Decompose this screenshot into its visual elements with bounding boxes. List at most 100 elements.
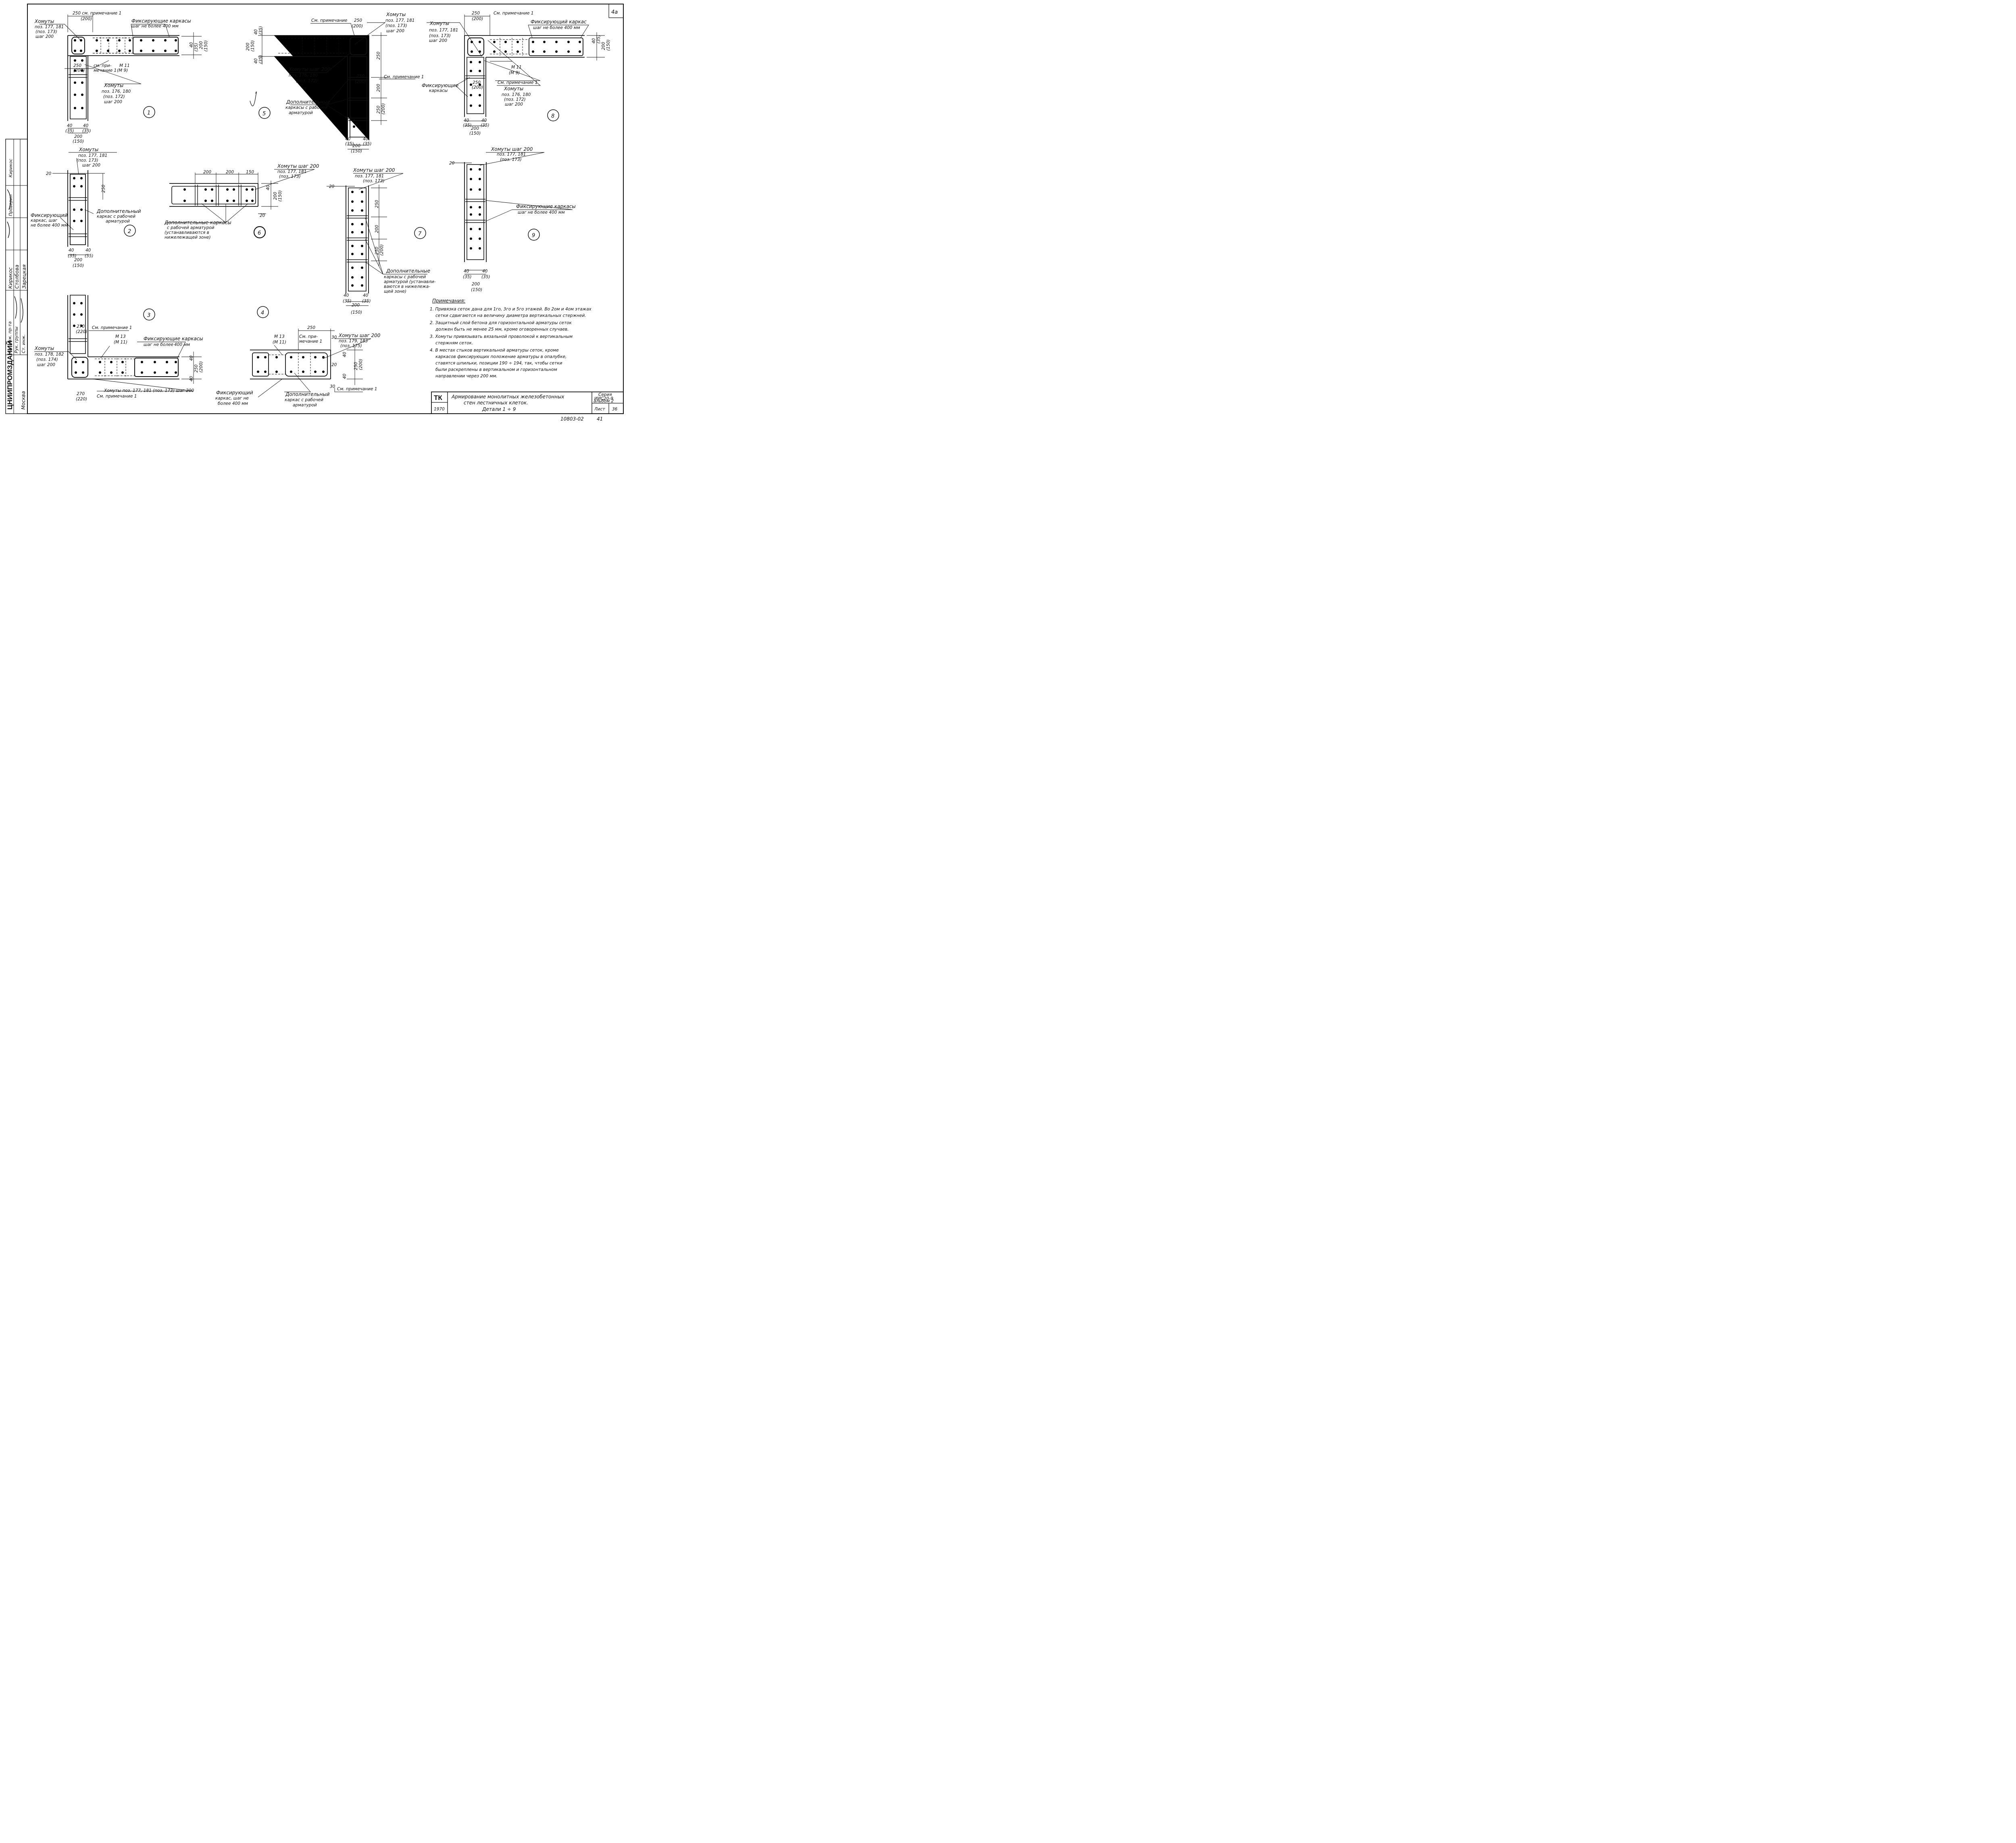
d3-number: 3: [147, 312, 150, 319]
d9-clamps-pos: поз. 177, 181: [497, 152, 526, 157]
d1-fix-label: Фиксирующие каркасы: [131, 18, 191, 24]
d1-dim: 200: [199, 41, 204, 49]
d6-dim: 200: [203, 170, 211, 175]
d8-dim: 40: [591, 38, 596, 44]
d3-see-note: См. примечание 1: [92, 325, 132, 330]
d4-fix-2: каркас, шаг не: [215, 396, 249, 401]
d9-number: 9: [532, 233, 535, 239]
d5-dim: (35): [345, 142, 354, 146]
d8-dim: 200: [601, 42, 606, 50]
tk-label: ТК: [434, 394, 442, 402]
d8-dim: (150): [606, 40, 611, 51]
d6-extra: Дополнительные каркасы: [164, 220, 231, 225]
d7-number-circle: [414, 227, 426, 239]
detail-3: 270 (220) См. примечание 1 М 13 (М 11) Ф…: [34, 295, 204, 402]
d2-number: 2: [128, 229, 131, 235]
note-line: ставятся шпильки, позиции 190 ÷ 194, так…: [435, 361, 562, 366]
detail-8: 250 (200) См. примечание 1 Хомуты поз. 1…: [422, 11, 611, 136]
d2-dim: 20: [46, 171, 52, 176]
d8-fix: Фиксирующие: [422, 83, 458, 88]
d5-clamps-mid: Хомуты шаг 200: [288, 67, 331, 72]
note-line: каркасов фиксирующих положение арматуры …: [435, 354, 566, 359]
detail-1: 250 см. примечание 1 (200) Хомуты поз. 1…: [34, 11, 208, 144]
stamp-role-1: Гл. инж. пр-та: [8, 321, 12, 353]
d6-dim: 200: [273, 192, 278, 200]
d8-see-note-mid: См. примечание 1: [498, 80, 537, 85]
d3-clamps-bottom: Хомуты поз. 177, 181 (поз. 173) шаг 200: [104, 388, 194, 393]
d7-dim: (150): [351, 310, 362, 315]
d5-clamps: Хомуты: [386, 12, 406, 17]
note-line: направлении через 200 мм.: [435, 374, 498, 379]
d7-extra: Дополнительные: [386, 268, 430, 274]
d6-extra-2: с рабочей арматурой: [167, 225, 215, 230]
d4-number: 4: [261, 310, 264, 316]
d1-dim: (35): [194, 43, 199, 52]
d5-dim: (35): [258, 55, 263, 64]
d3-clamps: Хомуты: [34, 346, 54, 351]
detail-5: См. примечание 250 (200) Хомуты поз. 177…: [246, 12, 424, 154]
d2-extra-3: арматурой: [106, 219, 130, 224]
d9-dim: 40: [464, 269, 469, 274]
d7-dim: 40: [344, 293, 349, 298]
d9-dim: (150): [471, 287, 482, 292]
d8-dim: 40: [481, 118, 487, 123]
drawing-canvas: 4a ЦНИИПРОМЗДАНИЙ Москва Гл. инж. пр-та …: [5, 4, 624, 422]
d8-clamps-step: шаг 200: [429, 38, 447, 43]
d3-number-circle: [143, 308, 155, 321]
stamp-name-1: Кирикос: [8, 267, 13, 289]
d8-dim: 40: [464, 118, 469, 123]
d1-dim: (150): [73, 139, 84, 144]
d7-clamps: Хомуты шаг 200: [353, 167, 395, 173]
d5-clamps-pos: поз. 177, 181: [385, 18, 414, 23]
title-year: 1970: [434, 407, 445, 412]
d3-clamps-step: шаг 200: [37, 362, 55, 367]
d5-dim: 200: [246, 43, 250, 51]
d8-number-circle: [547, 109, 559, 121]
d7-extra-5: щей зоне): [384, 289, 406, 294]
d7-extra-4: ваются в нижележа-: [384, 284, 430, 289]
d5-dim: 40: [363, 137, 369, 142]
d1-clamps-step: шаг 200: [35, 34, 54, 39]
detail-2: Хомуты поз. 177, 181 (поз. 173) шаг 200 …: [31, 147, 141, 268]
d5-clamps-mid-pos: поз. 176, 180: [289, 73, 318, 78]
d7-clamps-alt: (поз. 173): [363, 179, 385, 183]
d5-dim: (35): [258, 26, 263, 35]
drawing-sheet: 41: [597, 416, 603, 422]
note-line: 4. В местах стыков вертикальной арматуры…: [430, 348, 559, 353]
d5-dim: (200): [381, 103, 386, 115]
d8-mark: М 11: [511, 65, 522, 70]
d5-dim: 250: [376, 52, 381, 60]
sheet-label: Лист: [594, 407, 605, 412]
d5-see-note-mid: См. примечание 1: [384, 75, 424, 79]
d3-bottom-paren: (220): [76, 397, 87, 402]
d5-dim: 200: [376, 84, 381, 92]
d2-fix: Фиксирующий: [31, 212, 68, 218]
d1-top-paren: (200): [81, 17, 92, 21]
d5-top-paren: (200): [352, 24, 363, 29]
d3-mark: М 13: [115, 334, 126, 339]
d8-fix-frame: Фиксирующий каркас: [531, 19, 587, 25]
note-line: сетки сдвигаются на величину диаметра ве…: [435, 313, 586, 318]
d7-dim: (35): [362, 299, 371, 304]
d5-see-note-top: См. примечание: [311, 18, 347, 23]
d5-extra: Дополнительные: [286, 99, 330, 105]
d9-fix: Фиксирующие каркасы: [516, 204, 576, 209]
d5-dim: (150): [250, 40, 255, 52]
sheet-number: 4a: [611, 9, 618, 15]
d2-clamps: Хомуты: [79, 147, 98, 152]
d8-clamps-alt: (поз. 173): [429, 33, 451, 38]
d1-corner-dim: 250: [73, 63, 81, 68]
d9-fix-step: шаг не более 400 мм: [518, 210, 565, 215]
d4-clamps-alt: (поз. 175): [340, 344, 362, 348]
title-block: ТК 1970 Армирование монолитных железобет…: [431, 392, 624, 422]
d7-dim: (200): [379, 244, 384, 256]
series-label: Серия: [598, 392, 612, 397]
d9-dim: 40: [482, 269, 488, 274]
d5-number: 5: [262, 111, 266, 117]
d4-dim: 250: [354, 362, 358, 370]
d6-number-circle: [253, 226, 266, 239]
d4-clamps: Хомуты шаг 200: [338, 333, 381, 338]
d2-dim: 200: [74, 258, 82, 262]
d2-clamps-step: шаг 200: [82, 163, 100, 168]
d1-clamps-pos: поз. 177, 181: [35, 25, 64, 29]
